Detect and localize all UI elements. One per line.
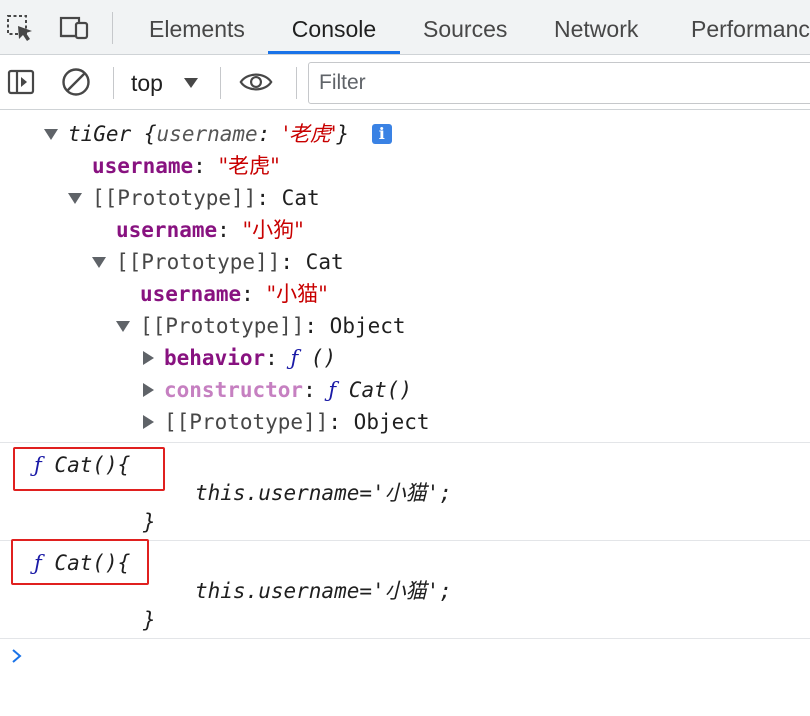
object-root-row[interactable]: tiGer {username: '老虎'} i: [68, 118, 392, 150]
prototype-row[interactable]: [[Prototype]]: Cat: [116, 250, 344, 274]
tab-elements[interactable]: Elements: [149, 16, 245, 42]
collapse-arrow-icon[interactable]: [143, 415, 154, 429]
clear-console-icon[interactable]: [59, 65, 93, 99]
expand-arrow-icon[interactable]: [44, 129, 58, 140]
chevron-down-icon[interactable]: [184, 78, 198, 88]
function-close: }: [143, 510, 156, 534]
message-divider: [0, 540, 810, 541]
prototype-row[interactable]: [[Prototype]]: Object: [164, 410, 430, 434]
method-row[interactable]: behavior: ƒ (): [164, 346, 337, 370]
function-body: this.username='小猫';: [195, 579, 452, 603]
prototype-row[interactable]: [[Prototype]]: Object: [140, 314, 406, 338]
tab-console[interactable]: Console: [268, 0, 400, 54]
function-output-header[interactable]: ƒ Cat(){: [34, 551, 131, 575]
prototype-row[interactable]: [[Prototype]]: Cat: [92, 186, 320, 210]
toolbar-divider: [113, 67, 114, 99]
function-close: }: [143, 608, 156, 632]
collapse-arrow-icon[interactable]: [143, 383, 154, 397]
info-icon[interactable]: i: [371, 124, 392, 144]
message-divider: [0, 442, 810, 443]
console-prompt-icon[interactable]: [10, 646, 24, 670]
sidebar-toggle-icon[interactable]: [4, 65, 38, 99]
toolbar-divider: [220, 67, 221, 99]
tab-sources[interactable]: Sources: [423, 16, 508, 42]
highlight-box: [13, 447, 165, 491]
tab-divider: [112, 12, 113, 44]
expand-arrow-icon[interactable]: [116, 321, 130, 332]
property-row: username: "老虎": [92, 154, 280, 178]
tab-performance[interactable]: Performanc: [691, 16, 810, 42]
function-body: this.username='小猫';: [195, 481, 452, 505]
collapse-arrow-icon[interactable]: [143, 351, 154, 365]
property-row: username: "小猫": [140, 282, 328, 306]
live-expression-eye-icon[interactable]: [239, 65, 273, 99]
console-output: tiGer {username: '老虎'} i username: "老虎" …: [0, 110, 810, 716]
property-row: username: "小狗": [116, 218, 304, 242]
device-toolbar-icon[interactable]: [59, 12, 91, 44]
expand-arrow-icon[interactable]: [92, 257, 106, 268]
method-row[interactable]: constructor: ƒ Cat(): [164, 378, 413, 402]
function-output-header[interactable]: ƒ Cat(){: [34, 453, 131, 477]
toolbar-divider: [296, 67, 297, 99]
highlight-box: [11, 539, 149, 585]
context-selector[interactable]: top: [131, 70, 163, 96]
devtools-tabbar: Elements Console Sources Network Perform…: [0, 0, 810, 55]
tab-network[interactable]: Network: [554, 16, 639, 42]
filter-input[interactable]: [308, 62, 810, 104]
expand-arrow-icon[interactable]: [68, 193, 82, 204]
message-divider: [0, 638, 810, 639]
inspect-element-icon[interactable]: [4, 12, 36, 44]
